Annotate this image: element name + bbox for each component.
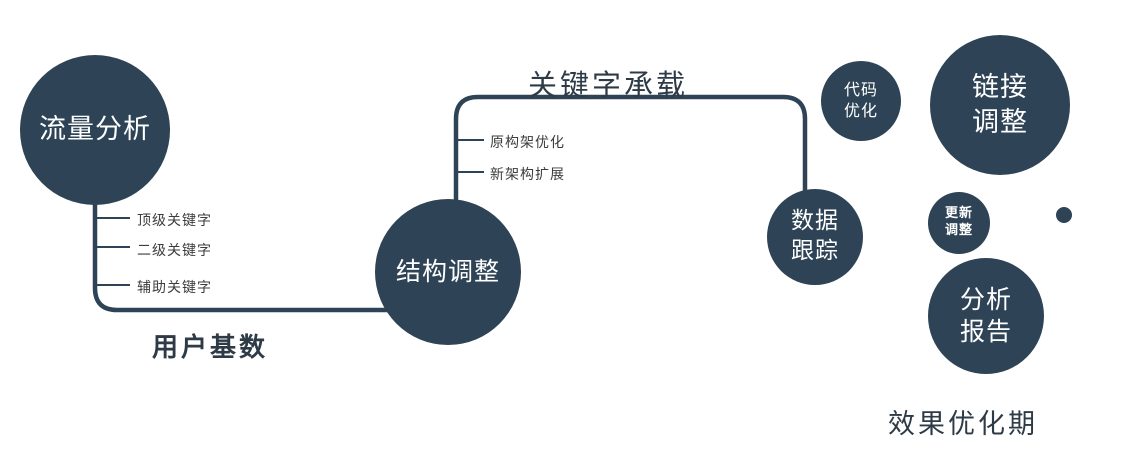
node-code-optimization: 代码 优化: [821, 61, 901, 141]
branch-label-top-keywords: 顶级关键字: [137, 213, 212, 229]
node-update-adjustment: 更新 调整: [928, 192, 990, 254]
edge-label-keyword-carry: 关键字承载: [528, 68, 689, 102]
node-traffic-analysis: 流量分析: [20, 55, 170, 205]
node-link-adjustment: 链接 调整: [930, 35, 1070, 175]
node-analysis-report: 分析 报告: [928, 258, 1044, 374]
branch-label-new-arch: 新架构扩展: [490, 167, 565, 183]
connector-path-left: [92, 190, 400, 313]
footer-label-effect-period: 效果优化期: [888, 409, 1038, 440]
bullet-dot: [1056, 207, 1072, 223]
connector-path-right: [453, 94, 808, 230]
branch-label-original-arch: 原构架优化: [490, 135, 565, 151]
node-structure-adjustment: 结构调整: [375, 199, 521, 345]
branch-label-second-keywords: 二级关键字: [137, 243, 212, 259]
edge-label-user-base: 用户基数: [152, 333, 269, 363]
branch-label-aux-keywords: 辅助关键字: [137, 280, 212, 296]
node-data-tracking: 数据 跟踪: [767, 189, 863, 285]
